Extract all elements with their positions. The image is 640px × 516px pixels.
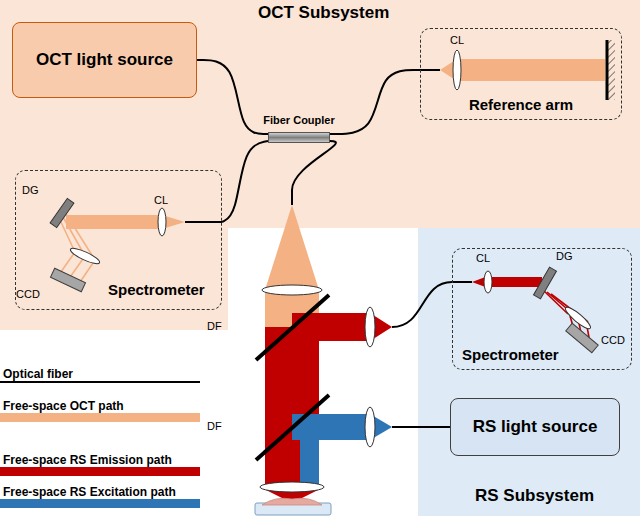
legend-swatch	[0, 467, 200, 476]
legend-entry: Free-space RS Emission path	[0, 450, 212, 480]
grating-label: DG	[556, 250, 573, 262]
node-text: RS light source	[473, 417, 598, 437]
region-title: OCT Subsystem	[258, 3, 389, 23]
oct-spectrometer-optics	[50, 198, 222, 291]
optical-fiber	[222, 141, 268, 222]
node-text: Fiber Coupler	[263, 114, 335, 126]
optical-fiber	[330, 70, 420, 134]
camera-label: CCD	[601, 334, 625, 346]
node-text: Spectrometer	[462, 346, 559, 363]
legend-text: Free-space OCT path	[3, 399, 124, 413]
fiber-connectors	[197, 60, 420, 222]
fiber-coupler: Fiber Coupler	[262, 110, 336, 144]
dichroic-filter-label: DF	[207, 420, 222, 432]
spectrometer-box: Spectrometer	[15, 170, 222, 310]
region-title: RS Subsystem	[475, 486, 594, 506]
legend-text: Free-space RS Emission path	[3, 453, 172, 467]
light-source-box: OCT light source	[12, 22, 197, 98]
legend-swatch	[0, 413, 200, 422]
node-text: Spectrometer	[108, 281, 205, 298]
reference-arm-optics	[420, 40, 615, 100]
legend-entry: Free-space RS Excitation path	[0, 482, 212, 512]
legend-line-sample	[0, 381, 200, 383]
light-source-box: RS light source	[450, 398, 620, 456]
camera-label: CCD	[16, 288, 40, 300]
node-text: OCT light source	[36, 50, 173, 70]
rs-subsystem-region: RS Subsystem Spectrometer RS light source	[418, 228, 640, 516]
dichroic-filter-label: DF	[207, 320, 222, 332]
legend-swatch	[0, 499, 200, 508]
lens-label: CL	[450, 34, 464, 46]
sample-arm-optics	[255, 141, 472, 515]
node-text: Reference arm	[469, 96, 573, 113]
legend-entry: Free-space OCT path	[0, 396, 212, 426]
lens-label: CL	[476, 252, 490, 264]
legend-entry: Optical fiber	[0, 364, 212, 394]
optical-fiber	[197, 60, 268, 134]
oct-subsystem-region: OCT SubsystemOCT light sourceFiber Coupl…	[0, 0, 640, 330]
grating-label: DG	[22, 184, 39, 196]
coupler-body	[268, 132, 330, 143]
spectrometer-box: Spectrometer	[452, 248, 632, 370]
legend-text: Free-space RS Excitation path	[3, 485, 176, 499]
legend-text: Optical fiber	[3, 367, 73, 381]
lens-label: CL	[154, 194, 168, 206]
rs-spectrometer-optics	[472, 267, 598, 353]
